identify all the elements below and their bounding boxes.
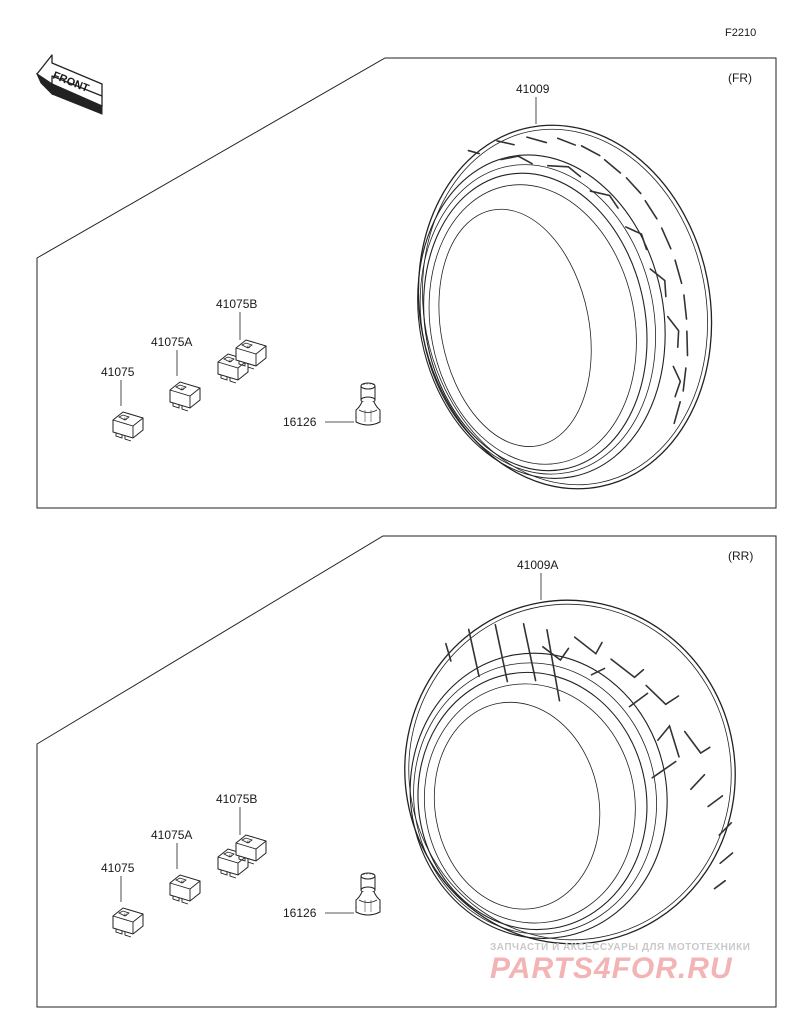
front-section-title: (FR): [728, 71, 752, 85]
front-tire-part-number: 41009: [516, 82, 550, 96]
rear-weight-a-icon: [169, 874, 201, 905]
watermark-tagline: ЗАПЧАСТИ И АКСЕССУАРЫ ДЛЯ МОТОТЕХНИКИ: [490, 942, 750, 953]
front-arrow-icon: FRONT: [35, 54, 103, 115]
rear-weight-a-part-number: 41075A: [151, 828, 192, 842]
front-section-frame: [36, 57, 777, 509]
rear-tire: [404, 599, 736, 945]
front-tire-tread: [467, 136, 689, 425]
front-weight-a-icon: [169, 381, 201, 412]
front-section: (FR): [36, 57, 777, 509]
figure-code: F2210: [725, 27, 756, 39]
rear-weight-b-part-number: 41075B: [216, 792, 257, 806]
rear-weight-icon: [112, 907, 144, 938]
rear-section-title: (RR): [728, 549, 753, 563]
rear-weight-part-number: 41075: [101, 861, 135, 875]
front-valve-part-number: 16126: [283, 415, 317, 429]
front-weight-b-part-number: 41075B: [216, 297, 257, 311]
rear-section-frame: [36, 535, 777, 1008]
rear-tire-tread: [445, 623, 734, 890]
watermark-logo: PARTS4FOR.RU: [490, 952, 733, 985]
front-weight-b-icon: [218, 340, 266, 383]
front-weight-icon: [112, 411, 144, 442]
front-weight-part-number: 41075: [101, 365, 135, 379]
front-valve-icon: [355, 382, 381, 426]
rear-valve-icon: [355, 872, 381, 916]
rear-weight-b-icon: [218, 835, 266, 878]
front-tire: [417, 124, 713, 490]
front-weight-a-part-number: 41075A: [151, 335, 192, 349]
rear-valve-part-number: 16126: [283, 906, 317, 920]
rear-tire-part-number: 41009A: [517, 558, 558, 572]
rear-section: (RR): [36, 535, 777, 1008]
